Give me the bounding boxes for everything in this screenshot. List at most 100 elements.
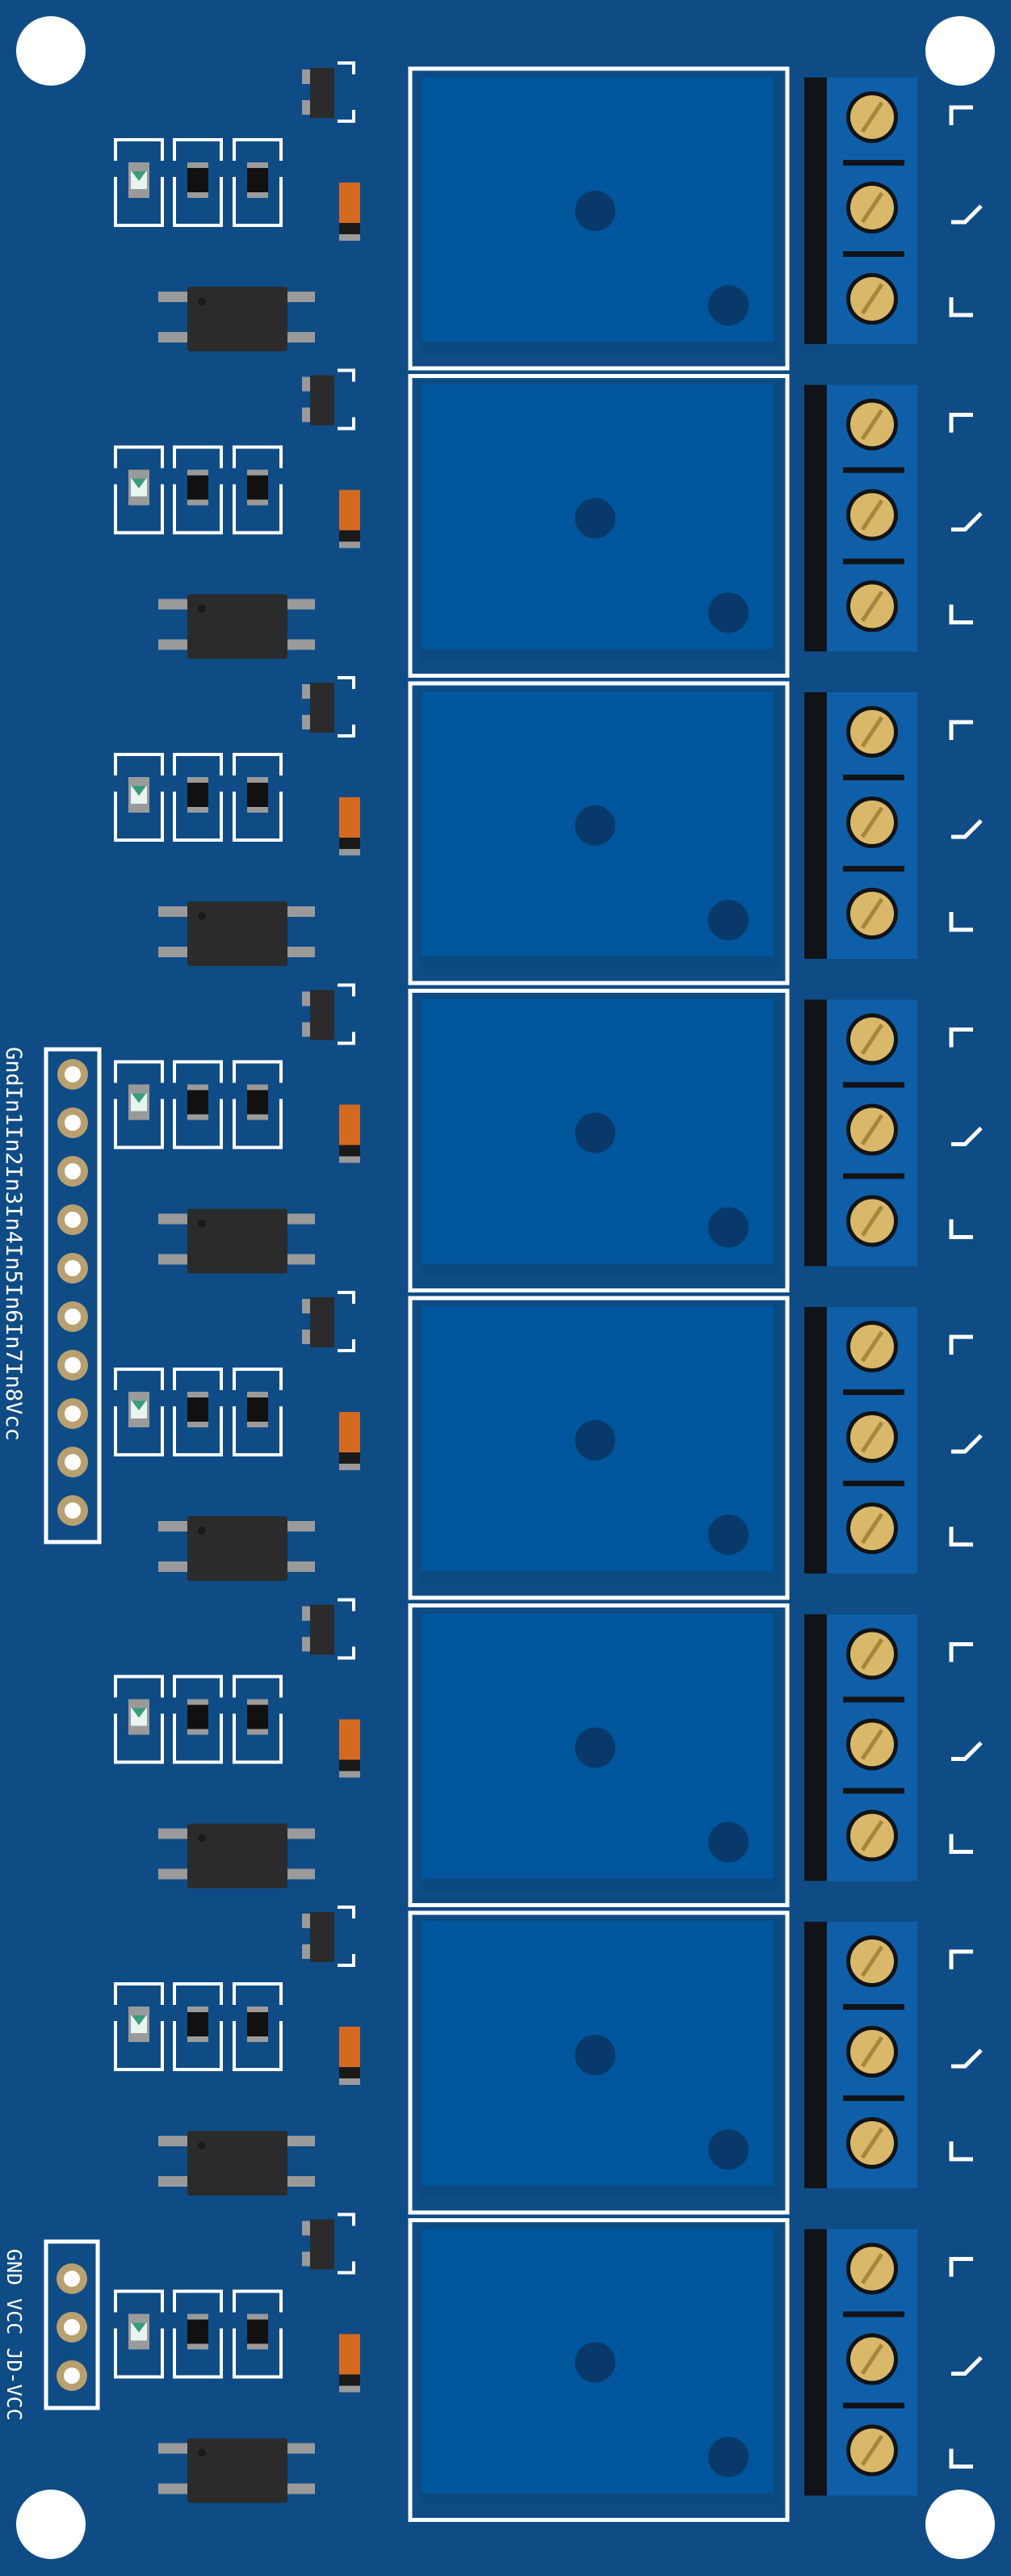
relay-channel <box>114 983 983 1292</box>
diode-body <box>339 1104 360 1145</box>
terminal-divider <box>843 558 904 565</box>
transistor-silk <box>338 110 355 123</box>
terminal-screw <box>846 91 898 143</box>
terminal-divider <box>843 2004 904 2010</box>
relay-channel <box>114 676 983 985</box>
led-mark <box>132 1401 146 1410</box>
silk-contact-no <box>949 2257 973 2277</box>
silk-contact-com <box>951 819 983 839</box>
resistor-body <box>247 2012 268 2036</box>
component-silk <box>233 445 283 469</box>
smd-resistor <box>233 445 283 535</box>
header-power-label: GNDVCCJD-VCC <box>2 2249 26 2421</box>
opto-pin <box>158 1521 187 1532</box>
header-main-pin-label: In6 <box>2 1284 27 1323</box>
led-mark <box>132 2015 146 2025</box>
opto-pin <box>158 639 187 650</box>
terminal-screw <box>846 1195 898 1247</box>
resistor-body <box>187 2012 208 2036</box>
component-silk <box>114 2289 164 2313</box>
component-silk <box>114 445 164 469</box>
diode-band <box>339 2067 360 2078</box>
status-led <box>114 1982 164 2071</box>
screw-slot <box>860 1512 884 1544</box>
silk-contact-no <box>949 720 973 740</box>
optocoupler-dot <box>198 2448 206 2457</box>
terminal-strip <box>804 999 827 1267</box>
silk-contact-no <box>949 1334 973 1355</box>
opto-pin <box>286 2136 315 2146</box>
header-main-pin-label: In8 <box>2 1362 27 1401</box>
opto-pin <box>286 1213 315 1225</box>
terminal-divider <box>843 2311 904 2318</box>
led-mark <box>132 171 146 181</box>
relay-channel <box>114 1906 983 2215</box>
terminal-screw <box>846 796 898 848</box>
screw-slot <box>860 2253 884 2284</box>
screw-slot <box>860 2127 884 2159</box>
screw-slot <box>860 191 884 224</box>
header-pin-hole <box>65 1115 81 1131</box>
silk-contact-no <box>949 1642 973 1662</box>
relay-outline <box>408 66 790 371</box>
transistor-silk <box>338 983 355 997</box>
terminal-strip <box>804 1614 827 1881</box>
led-mark <box>132 1708 146 1718</box>
component-silk <box>114 1060 164 1083</box>
header-main-outline <box>44 1047 102 1544</box>
terminal-strip <box>804 385 827 652</box>
resistor-body <box>187 168 208 192</box>
resistor-body <box>187 783 208 807</box>
optocoupler-dot <box>198 604 206 613</box>
screw-slot <box>860 806 884 838</box>
header-pin-hole <box>65 1066 81 1082</box>
terminal-divider <box>843 866 904 872</box>
component-silk <box>173 1099 223 1149</box>
terminal-strip <box>804 1307 827 1574</box>
terminal-screw <box>846 1935 898 1987</box>
component-silk <box>173 753 223 775</box>
terminal-screw <box>846 1321 898 1372</box>
component-silk <box>233 1099 283 1149</box>
component-silk <box>114 1982 164 2005</box>
screw-slot <box>860 409 884 440</box>
resistor-body <box>247 1090 268 1115</box>
silk-contact-com <box>951 1126 983 1146</box>
terminal-screw <box>846 1809 898 1862</box>
silk-contact-com <box>951 204 983 225</box>
screw-slot <box>860 1820 884 1851</box>
component-silk <box>233 2289 283 2313</box>
terminal-divider <box>843 1788 904 1794</box>
terminal-screw <box>846 2424 898 2477</box>
status-led <box>114 1675 164 1764</box>
smd-resistor <box>173 445 223 535</box>
opto-pin <box>286 2176 315 2187</box>
terminal-screw <box>846 398 898 451</box>
component-silk <box>233 138 283 161</box>
resistor-body <box>187 2319 208 2344</box>
smd-resistor <box>233 1675 283 1764</box>
terminal-divider <box>843 1082 904 1088</box>
optocoupler-body <box>187 901 287 966</box>
relay-outline <box>408 989 790 1292</box>
opto-pin <box>286 292 315 302</box>
optocoupler-body <box>187 287 287 351</box>
header-main-pin-label: In5 <box>2 1244 27 1284</box>
terminal-divider <box>843 2095 904 2101</box>
screw-slot <box>860 2435 884 2466</box>
header-main-label: GndIn1In2In3In4In5In6In7In8Vcc <box>2 1047 27 1441</box>
component-silk <box>233 177 283 227</box>
relay-dot <box>708 592 749 633</box>
resistor-body <box>247 1704 268 1729</box>
header-pin-hole <box>65 1260 81 1276</box>
opto-pin <box>158 2136 187 2146</box>
header-pin-hole <box>65 1502 81 1519</box>
silk-contact-com <box>951 1741 983 1761</box>
component-silk <box>114 2021 164 2071</box>
header-main-pin-label: In7 <box>2 1322 27 1362</box>
component-silk <box>233 1406 283 1456</box>
component-silk <box>114 1368 164 1390</box>
header-main-pin-label: Gnd <box>2 1047 27 1086</box>
screw-slot <box>860 1023 884 1055</box>
terminal-divider <box>843 1481 904 1486</box>
